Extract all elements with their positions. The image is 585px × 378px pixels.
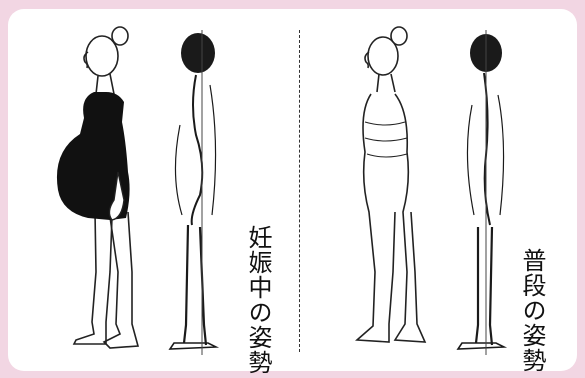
- pregnant-posture-label: 妊娠中の姿勢: [244, 225, 272, 375]
- normal-body-illustration: [355, 26, 427, 343]
- normal-skeleton-illustration: [456, 30, 508, 355]
- section-divider: [299, 30, 300, 352]
- normal-posture-label: 普段の姿勢: [518, 248, 546, 373]
- pregnant-skeleton-illustration: [168, 30, 220, 355]
- pregnant-body-illustration: [56, 26, 140, 349]
